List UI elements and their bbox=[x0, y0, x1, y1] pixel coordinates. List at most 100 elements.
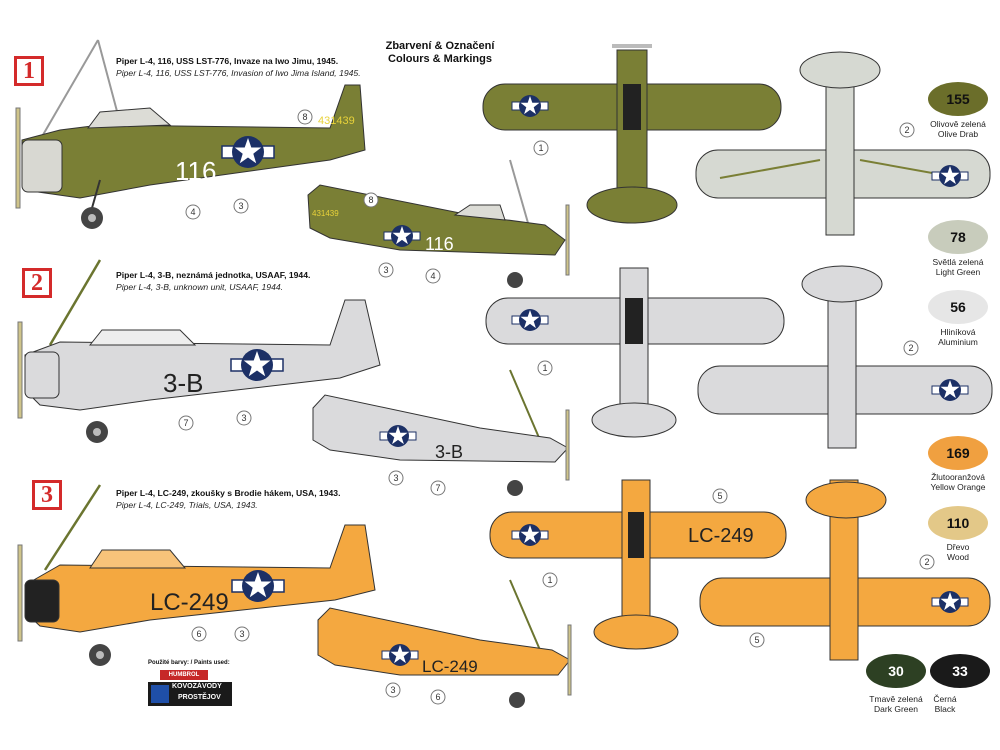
paint-155-swatch: 155 bbox=[928, 82, 988, 116]
scheme-3-side-code: LC-249 bbox=[150, 589, 229, 616]
callout-3-s3: 3 bbox=[234, 626, 250, 642]
scheme-1-serial-small: 431439 bbox=[312, 209, 339, 218]
paint-78-swatch: 78 bbox=[928, 220, 988, 254]
paint-56-label-en: Aluminium bbox=[938, 337, 978, 347]
paint-169-label-cz: Žlutooranžová bbox=[931, 472, 985, 482]
paint-169-swatch: 169 bbox=[928, 436, 988, 470]
kovozavody-logo: KOVOZÁVODY PROSTĚJOV bbox=[148, 682, 232, 706]
svg-text:3: 3 bbox=[239, 629, 244, 639]
callout-3-s2: 3 bbox=[236, 410, 252, 426]
svg-text:3: 3 bbox=[383, 265, 388, 275]
scheme-2-top-view bbox=[485, 267, 785, 438]
paint-33-swatch: 33 bbox=[930, 654, 990, 688]
scheme-1-side-profile-right: 116 431439 bbox=[307, 159, 570, 288]
paint-110-label-en: Wood bbox=[946, 552, 970, 562]
scheme-3-side-code-small: LC-249 bbox=[422, 657, 478, 676]
scheme-1-serial: 431439 bbox=[318, 115, 355, 127]
scheme-2-caption-en: Piper L-4, 3-B, unknown unit, USAAF, 194… bbox=[116, 282, 284, 292]
svg-text:1: 1 bbox=[542, 363, 547, 373]
callout-4: 4 bbox=[185, 204, 201, 220]
scheme-1-side-code-small: 116 bbox=[425, 234, 454, 254]
paint-155-label-en: Olive Drab bbox=[937, 129, 979, 139]
callout-5-s3: 5 bbox=[712, 488, 728, 504]
scheme-3-caption-en: Piper L-4, LC-249, Trials, USA, 1943. bbox=[116, 500, 258, 510]
scheme-3-badge: 3 bbox=[32, 480, 62, 510]
scheme-2-side-profile: 3-B bbox=[17, 259, 381, 443]
scheme-2-side-code-small: 3-B bbox=[435, 442, 463, 462]
scheme-1-caption-en: Piper L-4, 116, USS LST-776, Invasion of… bbox=[116, 68, 361, 78]
svg-text:3: 3 bbox=[390, 685, 395, 695]
callout-4-small: 4 bbox=[425, 268, 441, 284]
kovozavody-emblem bbox=[151, 685, 169, 703]
scheme-3-side-profile: LC-249 bbox=[17, 484, 376, 666]
callout-7-s2: 7 bbox=[178, 415, 194, 431]
scheme-3-top-code: LC-249 bbox=[688, 525, 754, 547]
paint-169-label-en: Yellow Orange bbox=[930, 482, 986, 492]
callout-2-s3: 2 bbox=[919, 554, 935, 570]
paint-30-swatch: 30 bbox=[866, 654, 926, 688]
callout-2: 2 bbox=[899, 122, 915, 138]
callout-5-s3-b: 5 bbox=[749, 632, 765, 648]
scheme-1-bottom-view bbox=[695, 51, 991, 236]
callout-8: 8 bbox=[297, 109, 313, 125]
page-title: Zbarvení & Označení Colours & Markings bbox=[340, 40, 540, 66]
paint-155-label-cz: Olivově zelená bbox=[930, 119, 986, 129]
svg-text:4: 4 bbox=[190, 207, 195, 217]
svg-text:6: 6 bbox=[435, 692, 440, 702]
paint-56-swatch: 56 bbox=[928, 290, 988, 324]
svg-text:5: 5 bbox=[717, 491, 722, 501]
scheme-2-caption-cz: Piper L-4, 3-B, neznámá jednotka, USAAF,… bbox=[116, 270, 311, 280]
callout-6-s3: 6 bbox=[191, 626, 207, 642]
callout-8-small: 8 bbox=[363, 192, 379, 208]
paint-78-label-cz: Světlá zelená bbox=[932, 257, 984, 267]
callout-3-s3-small: 3 bbox=[385, 682, 401, 698]
paint-33-label-en: Black bbox=[934, 704, 956, 714]
callout-2-s2: 2 bbox=[903, 340, 919, 356]
svg-text:8: 8 bbox=[302, 112, 307, 122]
paints-used-label: Použité barvy: / Paints used: bbox=[148, 660, 230, 666]
callout-3-small: 3 bbox=[378, 262, 394, 278]
callouts: 1 2 3 4 8 8 3 4 1 2 3 7 3 7 5 1 2 5 3 6 … bbox=[178, 109, 935, 705]
svg-text:1: 1 bbox=[538, 143, 543, 153]
svg-text:1: 1 bbox=[547, 575, 552, 585]
prostejov-text: PROSTĚJOV bbox=[178, 694, 221, 701]
scheme-1-side-code: 116 bbox=[175, 156, 216, 186]
paint-30-label-cz: Tmavě zelená bbox=[869, 694, 923, 704]
title-czech: Zbarvení & Označení bbox=[385, 40, 495, 52]
scheme-2-side-code: 3-B bbox=[163, 368, 203, 398]
svg-text:7: 7 bbox=[183, 418, 188, 428]
scheme-1-top-view bbox=[482, 44, 782, 224]
kovozavody-text: KOVOZÁVODY bbox=[172, 683, 222, 690]
paint-110-swatch: 110 bbox=[928, 506, 988, 540]
scheme-3-caption-cz: Piper L-4, LC-249, zkoušky s Brodie háke… bbox=[116, 488, 341, 498]
svg-text:7: 7 bbox=[435, 483, 440, 493]
title-english: Colours & Markings bbox=[388, 53, 492, 65]
svg-text:3: 3 bbox=[241, 413, 246, 423]
paint-56-label-cz: Hliníková bbox=[940, 327, 976, 337]
scheme-2-side-profile-right: 3-B bbox=[312, 369, 570, 496]
humbrol-logo: HUMBROL bbox=[160, 670, 208, 680]
callout-1: 1 bbox=[533, 140, 549, 156]
paint-78-label-en: Light Green bbox=[935, 267, 981, 277]
scheme-3-bottom-view bbox=[699, 479, 991, 661]
svg-text:6: 6 bbox=[196, 629, 201, 639]
scheme-3-top-view: LC-249 bbox=[489, 479, 787, 650]
callout-1-s3: 1 bbox=[542, 572, 558, 588]
svg-text:4: 4 bbox=[430, 271, 435, 281]
svg-text:2: 2 bbox=[904, 125, 909, 135]
svg-text:2: 2 bbox=[908, 343, 913, 353]
scheme-3-side-profile-right: LC-249 bbox=[317, 579, 572, 708]
paint-30-label-en: Dark Green bbox=[874, 704, 918, 714]
paint-110-label-cz: Dřevo bbox=[946, 542, 970, 552]
svg-text:2: 2 bbox=[924, 557, 929, 567]
callout-3: 3 bbox=[233, 198, 249, 214]
svg-text:3: 3 bbox=[238, 201, 243, 211]
svg-text:5: 5 bbox=[754, 635, 759, 645]
scheme-2-bottom-view bbox=[697, 265, 993, 449]
scheme-1-side-profile: 116 431439 bbox=[15, 39, 366, 229]
callout-3-s2-small: 3 bbox=[388, 470, 404, 486]
scheme-2-badge: 2 bbox=[22, 268, 52, 298]
paint-33-label-cz: Černá bbox=[933, 694, 957, 704]
callout-7-s2-small: 7 bbox=[430, 480, 446, 496]
